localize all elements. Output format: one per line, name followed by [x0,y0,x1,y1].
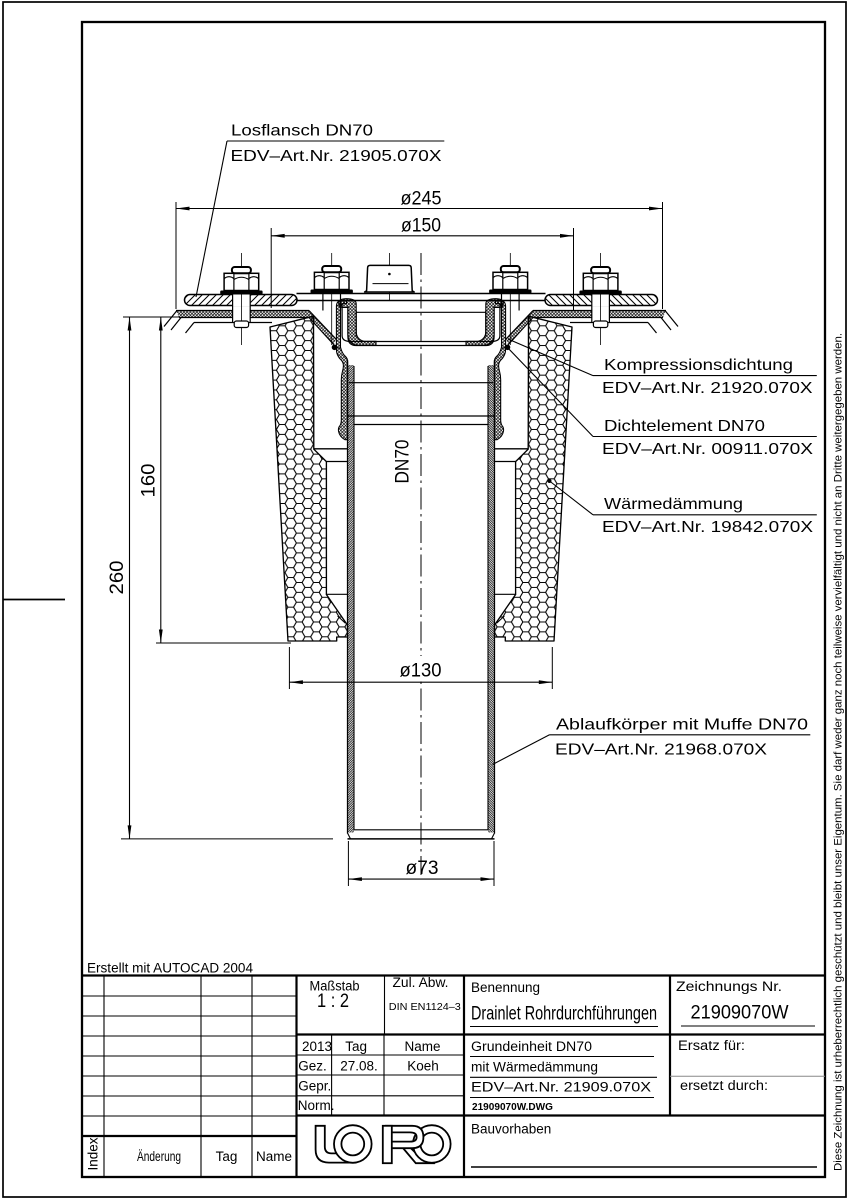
svg-text:DIN EN1124–3: DIN EN1124–3 [389,1001,461,1013]
svg-text:Bauvorhaben: Bauvorhaben [471,1122,551,1137]
svg-text:21909070W.DWG: 21909070W.DWG [472,1101,553,1113]
svg-text:Kompressionsdichtung: Kompressionsdichtung [604,357,793,374]
svg-text:Tag: Tag [216,1149,238,1164]
svg-text:EDV–Art.Nr. 21905.070X: EDV–Art.Nr. 21905.070X [231,148,442,165]
svg-text:2013: 2013 [302,1039,332,1054]
svg-text:Zul. Abw.: Zul. Abw. [393,975,449,990]
svg-text:Name: Name [404,1039,440,1054]
svg-text:Grundeinheit DN70: Grundeinheit DN70 [471,1039,592,1054]
svg-text:ø130: ø130 [400,660,442,682]
svg-text:Zeichnungs Nr.: Zeichnungs Nr. [676,979,782,994]
svg-text:EDV–Art.Nr. 19842.070X: EDV–Art.Nr. 19842.070X [602,519,813,536]
svg-text:260: 260 [106,560,128,594]
svg-text:Norm.: Norm. [298,1098,335,1113]
svg-text:160: 160 [138,463,160,497]
svg-text:Name: Name [256,1149,292,1164]
svg-text:Losflansch DN70: Losflansch DN70 [231,122,373,139]
svg-text:Wärmedämmung: Wärmedämmung [604,496,743,513]
svg-text:EDV–Art.Nr. 21909.070X: EDV–Art.Nr. 21909.070X [471,1080,651,1095]
svg-text:ø73: ø73 [406,857,439,879]
svg-text:Gepr.: Gepr. [298,1079,331,1094]
svg-text:Dichtelement DN70: Dichtelement DN70 [604,418,765,435]
svg-text:Benennung: Benennung [471,980,540,995]
svg-text:27.08.: 27.08. [340,1059,378,1074]
svg-text:Erstellt mit AUTOCAD 2004: Erstellt mit AUTOCAD 2004 [87,961,253,976]
svg-text:Ersatz für:: Ersatz für: [678,1038,745,1053]
svg-text:EDV–Art.Nr. 21968.070X: EDV–Art.Nr. 21968.070X [555,741,767,758]
svg-text:Ablaufkörper mit Muffe DN70: Ablaufkörper mit Muffe DN70 [556,717,808,734]
svg-text:Drainlet Rohrdurchführungen: Drainlet Rohrdurchführungen [471,1004,657,1025]
svg-text:ø150: ø150 [401,215,441,237]
svg-text:1 : 2: 1 : 2 [317,991,349,1012]
svg-text:Gez.: Gez. [298,1059,327,1074]
svg-text:ø245: ø245 [401,188,442,210]
svg-text:Koeh: Koeh [407,1059,439,1074]
svg-text:Diese Zeichnung ist urheberrec: Diese Zeichnung ist urheberrechtlich ges… [833,333,845,1171]
svg-text:ersetzt durch:: ersetzt durch: [680,1078,768,1093]
svg-text:21909070W: 21909070W [691,1003,789,1024]
svg-text:mit Wärmedämmung: mit Wärmedämmung [471,1060,598,1075]
svg-text:Maßstab: Maßstab [310,979,360,994]
svg-text:EDV–Art.Nr. 21920.070X: EDV–Art.Nr. 21920.070X [602,380,813,397]
svg-text:Tag: Tag [345,1039,367,1054]
svg-text:DN70: DN70 [392,439,414,483]
svg-text:Änderung: Änderung [137,1149,181,1164]
svg-text:EDV–Art.Nr. 00911.070X: EDV–Art.Nr. 00911.070X [602,441,813,458]
svg-text:Index: Index [86,1137,101,1170]
